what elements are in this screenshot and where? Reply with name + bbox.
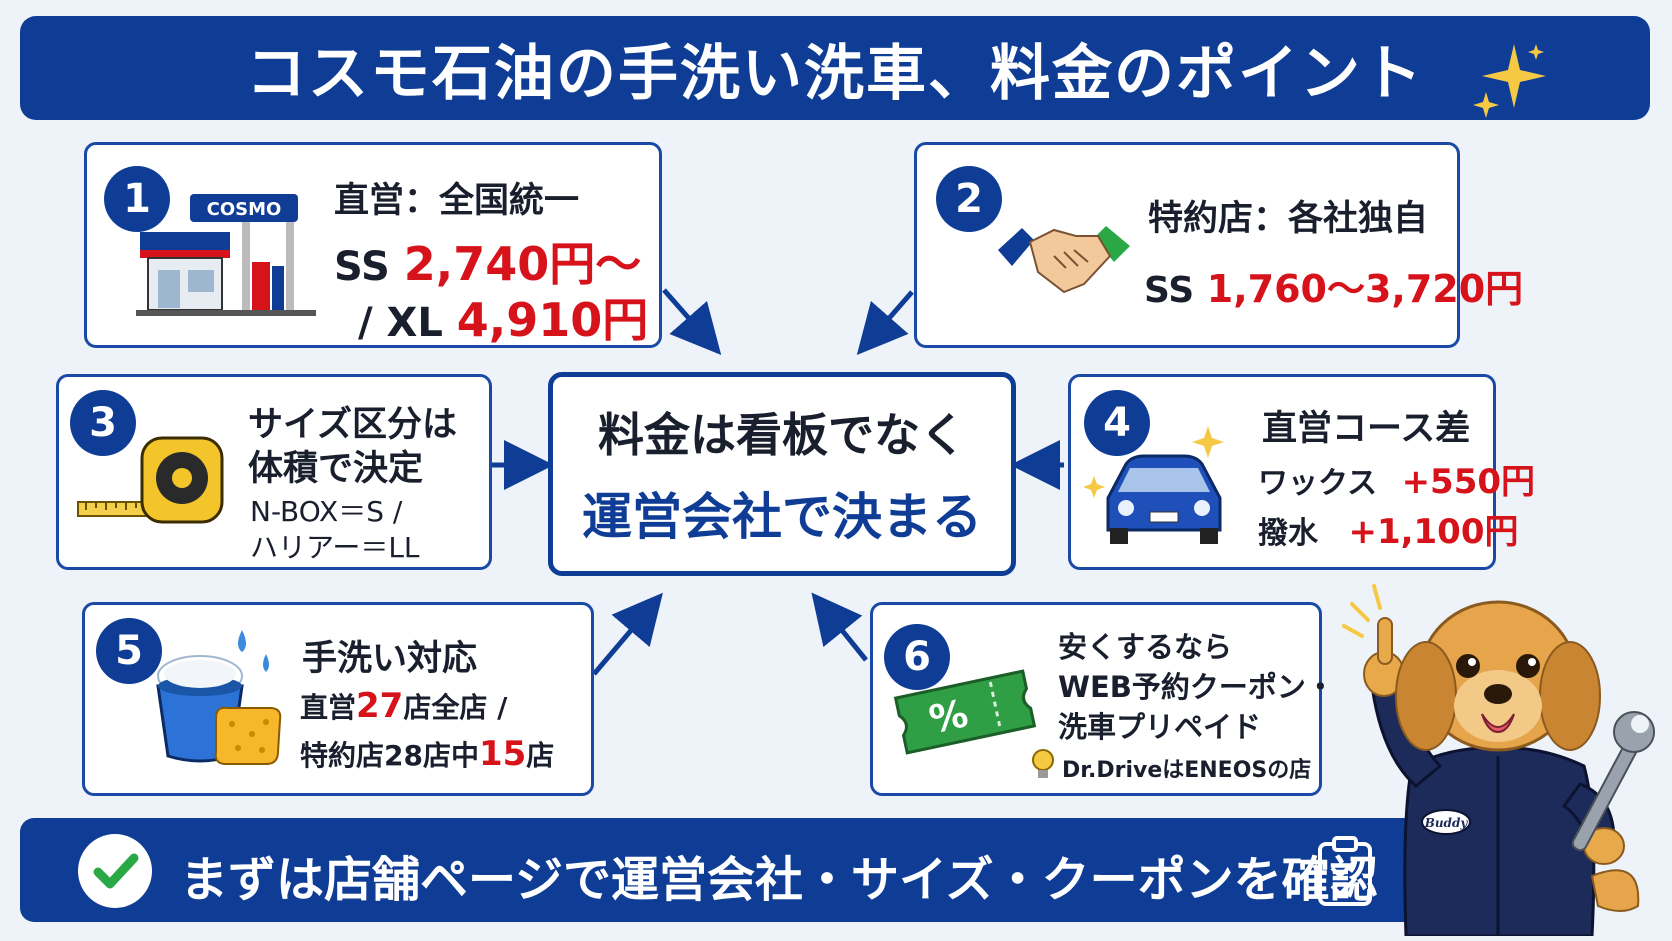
card6-line1: 安くするなら: [1058, 630, 1233, 664]
wax-price: +550円: [1401, 462, 1536, 502]
card2-ss-label: SS: [1144, 270, 1207, 311]
step-number-5: 5: [96, 618, 162, 684]
bottom-message: まずは店舗ページで運営会社・サイズ・クーポンを確認: [180, 852, 1378, 908]
card1-xl-price: 4,910円: [456, 293, 649, 347]
franchise-count: 15: [478, 734, 527, 774]
step-number-3: 3: [70, 390, 136, 456]
card6-line2: WEB予約クーポン・: [1058, 670, 1335, 704]
step-number-6: 6: [884, 624, 950, 690]
center-message-card: 料金は看板でなく 運営会社で決まる: [548, 372, 1016, 576]
card3-heading-2: 体積で決定: [248, 449, 424, 489]
water-repellent-price: +1,100円: [1348, 512, 1519, 552]
card1-ss-label: SS: [334, 244, 404, 290]
mascot-badge-text: Buddy: [1424, 816, 1469, 830]
center-line2: 運営会社で決まる: [582, 488, 982, 546]
title-banner: コスモ石油の手洗い洗車、料金のポイント: [20, 16, 1650, 120]
step-number-1: 1: [104, 166, 170, 232]
coupon-ticket-icon: %: [893, 669, 1037, 755]
coupon-percent: %: [925, 691, 971, 742]
card2-line1: SS 1,760〜3,720円: [1144, 258, 1523, 313]
direct-suffix: 店全店 /: [403, 691, 508, 724]
card3-line2: ハリアー＝LL: [250, 531, 420, 564]
direct-count: 27: [356, 686, 404, 726]
card6-note: Dr.DriveはENEOSの店: [1062, 758, 1312, 783]
clipboard-icon: [1318, 836, 1372, 906]
check-icon: [93, 853, 139, 889]
franchise-label: 特約店28店中: [300, 739, 479, 772]
center-line1: 料金は看板でなく: [598, 408, 966, 462]
tape-measure-icon: [77, 436, 224, 524]
card4-row-water-repellent: 撥水 +1,100円: [1258, 504, 1519, 553]
card3-line1: N-BOX＝S /: [250, 495, 403, 528]
card4-heading: 直営コース差: [1262, 409, 1471, 449]
card5-line2: 特約店28店中15店: [300, 734, 554, 774]
lightbulb-icon: [1032, 749, 1054, 778]
card4-row-wax: ワックス +550円: [1258, 454, 1535, 503]
sponge-icon: [214, 706, 282, 765]
card5-line1: 直営27店全店 /: [300, 686, 507, 726]
cosmo-logo-text: COSMO: [207, 199, 282, 220]
handshake-icon: [998, 226, 1130, 294]
direct-label: 直営: [300, 691, 357, 724]
page-title: コスモ石油の手洗い洗車、料金のポイント: [246, 38, 1424, 109]
card1-ss-price: 2,740円〜: [403, 237, 642, 291]
wax-label: ワックス: [1258, 466, 1378, 501]
card1-xl-label: / XL: [358, 300, 457, 346]
card-franchise-pricing: [914, 142, 1460, 348]
card3-heading-1: サイズ区分は: [248, 405, 457, 445]
card2-heading: 特約店：各社独自: [1148, 199, 1429, 239]
water-repellent-label: 撥水: [1258, 516, 1318, 551]
gas-station-icon: COSMO: [136, 194, 316, 316]
check-badge: [78, 834, 152, 908]
step-number-4: 4: [1084, 390, 1150, 456]
mascot-dog: Buddy: [1342, 584, 1655, 936]
sparkle-icon: [1473, 44, 1546, 118]
card2-ss-price: 1,760〜3,720円: [1206, 267, 1524, 311]
step-number-2: 2: [936, 166, 1002, 232]
card5-heading: 手洗い対応: [302, 639, 478, 679]
card1-line2: / XL 4,910円: [358, 284, 648, 350]
card1-heading: 直営：全国統一: [334, 181, 580, 221]
car-icon: [1084, 426, 1224, 544]
wrench-icon: [1571, 711, 1655, 852]
card1-line1: SS 2,740円〜: [334, 228, 641, 294]
bottom-banner: [20, 818, 1520, 922]
card6-line3: 洗車プリペイド: [1058, 710, 1262, 744]
franchise-suffix: 店: [526, 739, 555, 772]
